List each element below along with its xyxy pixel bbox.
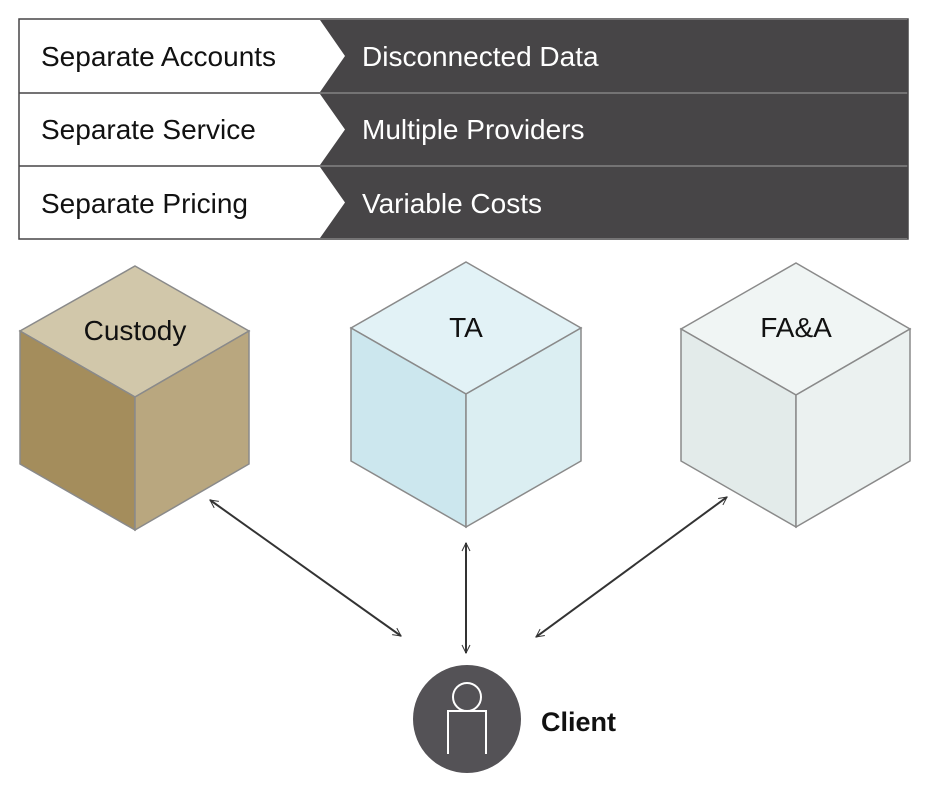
table-row: Separate Accounts Disconnected Data bbox=[41, 20, 908, 92]
cube-custody: Custody bbox=[18, 265, 251, 532]
cube-right-face bbox=[795, 327, 911, 529]
cube-label: FA&A bbox=[760, 312, 832, 343]
row-right-label: Multiple Providers bbox=[362, 114, 585, 145]
row-left-label: Separate Pricing bbox=[41, 188, 248, 219]
client-label: Client bbox=[541, 707, 616, 737]
cube-ta: TA bbox=[349, 261, 583, 529]
cube-faa: FA&A bbox=[679, 262, 912, 529]
row-left-label: Separate Service bbox=[41, 114, 256, 145]
cube-label: Custody bbox=[84, 315, 187, 346]
arrow-custody-client bbox=[210, 499, 401, 637]
row-right-label: Variable Costs bbox=[362, 188, 542, 219]
table-row: Separate Service Multiple Providers bbox=[41, 94, 908, 165]
arrow-faa-client bbox=[536, 496, 727, 638]
row-left-label: Separate Accounts bbox=[41, 41, 276, 72]
cube-right-face bbox=[465, 326, 582, 529]
row-dark-panel bbox=[320, 167, 908, 238]
client-circle bbox=[413, 665, 521, 773]
comparison-table: Separate Accounts Disconnected Data Sepa… bbox=[18, 18, 909, 240]
table-row: Separate Pricing Variable Costs bbox=[41, 167, 908, 238]
cube-right-face bbox=[134, 329, 250, 532]
row-dark-panel bbox=[320, 94, 908, 165]
person-icon bbox=[447, 682, 487, 754]
client-node: Client bbox=[413, 665, 616, 773]
connector-arrows bbox=[210, 496, 727, 653]
row-dark-panel bbox=[320, 20, 908, 92]
row-right-label: Disconnected Data bbox=[362, 41, 599, 72]
cube-label: TA bbox=[449, 312, 483, 343]
